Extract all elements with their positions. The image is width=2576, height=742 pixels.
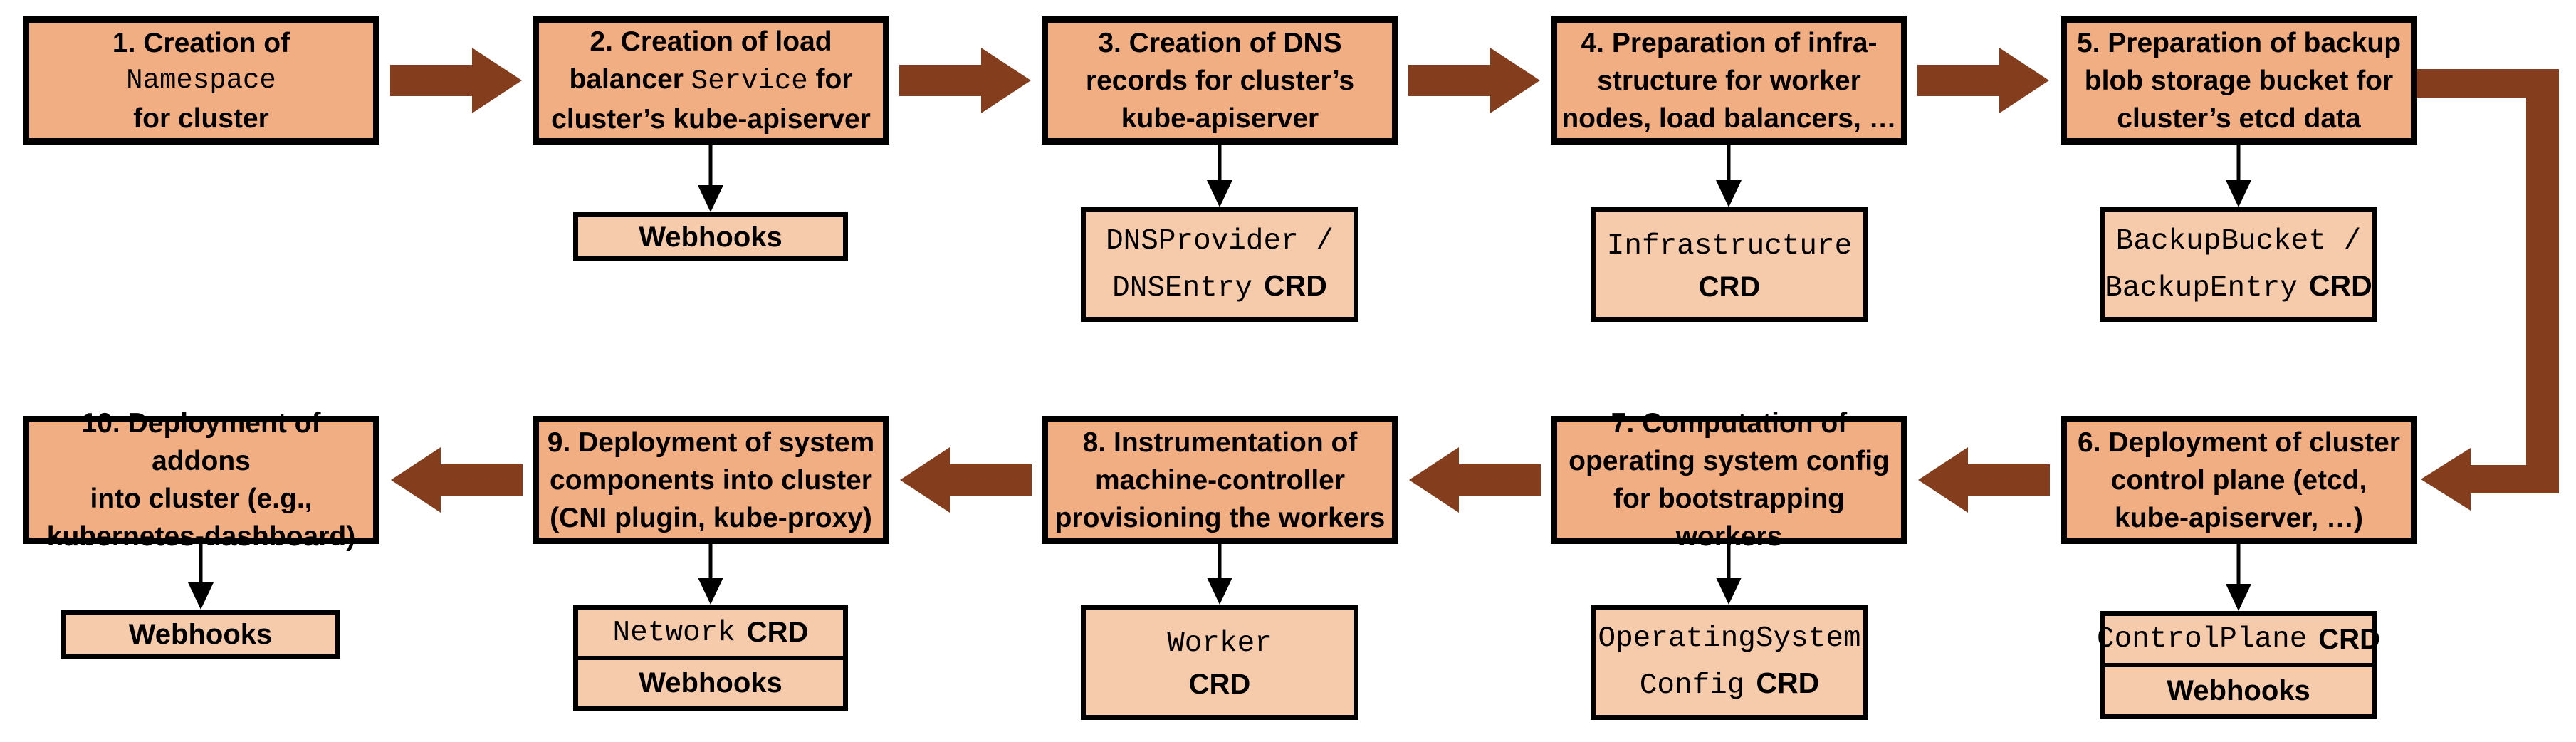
arrow-step-6-to-7: [1918, 447, 2050, 513]
worker-code: Worker: [1167, 627, 1272, 660]
step-9-line-1: 9. Deployment of system: [547, 427, 875, 458]
connector-step-10-to-webhooks: [188, 544, 214, 610]
arrow-step-9-to-10: [391, 447, 523, 513]
webhooks-cell: Webhooks: [2105, 663, 2372, 714]
step-7-line-1: 7. Computation of: [1611, 408, 1848, 439]
step-7-box: 7. Computation of operating system confi…: [1551, 408, 1907, 552]
webhooks-label: Webhooks: [639, 221, 782, 253]
step-4-line-1: 4. Preparation of infra-: [1581, 27, 1878, 58]
step-8-line-3: provisioning the workers: [1054, 502, 1386, 533]
step-10-box: 10. Deployment of addons into cluster (e…: [23, 408, 379, 552]
step-8-line-2: machine-controller: [1094, 464, 1346, 496]
arrow-step-3-to-4: [1408, 48, 1540, 113]
step-3-line-1: 3. Creation of DNS: [1098, 27, 1342, 58]
step-3-line-2: records for cluster’s: [1085, 65, 1355, 96]
step-10-line-2: into cluster (e.g.,: [90, 484, 313, 514]
step-5-box: 5. Preparation of backup blob storage bu…: [2061, 16, 2417, 145]
arrow-step-2-to-3: [899, 48, 1031, 113]
connector-step-7-to-crd: [1716, 544, 1742, 605]
webhooks-cell: Webhooks: [578, 656, 843, 706]
step-10-line-1: 10. Deployment of addons: [81, 408, 321, 476]
crd-label: CRD: [1698, 271, 1761, 303]
infrastructure-code: Infrastructure: [1606, 229, 1853, 263]
dns-provider-code: DNSProvider /: [1106, 224, 1334, 258]
webhooks-box-step-2: Webhooks: [573, 212, 848, 261]
step-9-line-3: (CNI plugin, kube-proxy): [550, 502, 872, 533]
webhooks-box-step-10: Webhooks: [61, 610, 340, 659]
step-4-line-2: structure for worker: [1597, 65, 1861, 96]
step-2-line-1: 2. Creation of load: [590, 26, 832, 57]
controlplane-code: ControlPlane: [2097, 623, 2308, 656]
network-code: Network: [612, 616, 735, 649]
step-1-box: 1. Creation of Namespace for cluster: [23, 16, 379, 145]
step-4-line-3: nodes, load balancers, …: [1561, 103, 1897, 134]
connector-step-9-to-crd: [698, 544, 723, 605]
crd-label: CRD: [1188, 669, 1251, 700]
step-1-line-1: 1. Creation of: [112, 27, 290, 58]
service-code-text: Service: [691, 66, 808, 97]
step-7-line-2: operating system config: [1569, 446, 1890, 476]
step-8-box: 8. Instrumentation of machine-controller…: [1042, 416, 1398, 544]
step-2-line-3: cluster’s kube-apiserver: [551, 104, 871, 135]
connector-step-3-to-crd: [1207, 145, 1232, 207]
worker-crd-box: Worker CRD: [1081, 605, 1358, 720]
step-4-box: 4. Preparation of infra- structure for w…: [1551, 16, 1907, 145]
step-6-line-1: 6. Deployment of cluster: [2078, 427, 2400, 458]
step-3-box: 3. Creation of DNS records for cluster’s…: [1042, 16, 1398, 145]
step-5-line-3: cluster’s etcd data: [2117, 103, 2361, 134]
step-6-line-3: kube-apiserver, …): [2115, 502, 2363, 533]
step-9-box: 9. Deployment of system components into …: [533, 416, 889, 544]
step-6-line-2: control plane (etcd,: [2110, 464, 2367, 496]
arrow-step-4-to-5: [1917, 48, 2049, 113]
step-3-line-3: kube-apiserver: [1121, 103, 1319, 134]
step-9-line-2: components into cluster: [550, 464, 872, 496]
step-8-line-1: 8. Instrumentation of: [1082, 427, 1358, 458]
step-1-line-2: Namespace: [126, 64, 276, 96]
connector-step-6-to-crd: [2226, 544, 2251, 611]
step-2-line-2: balancer Service for: [569, 64, 853, 97]
crd-label: CRD: [1264, 268, 1327, 302]
network-crd-cell: Network CRD: [578, 610, 843, 656]
arrow-step-1-to-2: [390, 48, 522, 113]
step-5-line-1: 5. Preparation of backup: [2076, 27, 2402, 58]
controlplane-crd-webhooks-box: ControlPlane CRD Webhooks: [2097, 611, 2380, 719]
arrow-step-7-to-8: [1409, 447, 1541, 513]
connector-step-8-to-crd: [1207, 544, 1232, 605]
webhooks-label: Webhooks: [639, 667, 782, 699]
operatingsystem-code: OperatingSystem: [1598, 622, 1861, 655]
backup-bucket-code: BackupBucket /: [2115, 224, 2362, 258]
arrow-step-8-to-9: [900, 447, 1032, 513]
crd-label: CRD: [746, 617, 809, 648]
elbow-arrow-step-5-to-6: [2417, 69, 2559, 511]
crd-label: CRD: [2318, 623, 2380, 655]
step-1-line-3: for cluster: [133, 103, 269, 134]
step-5-line-2: blob storage bucket for: [2084, 65, 2394, 96]
webhooks-label: Webhooks: [128, 618, 273, 650]
crd-label: CRD: [2308, 268, 2372, 302]
step-2-box: 2. Creation of load balancer Service for…: [533, 16, 889, 145]
infrastructure-crd-box: Infrastructure CRD: [1591, 207, 1868, 322]
step-6-box: 6. Deployment of cluster control plane (…: [2061, 416, 2417, 544]
connector-step-4-to-crd: [1716, 145, 1742, 207]
connector-step-5-to-crd: [2226, 145, 2251, 207]
network-crd-webhooks-box: Network CRD Webhooks: [573, 605, 848, 711]
controlplane-crd-cell: ControlPlane CRD: [2097, 616, 2380, 663]
webhooks-label: Webhooks: [2167, 674, 2310, 706]
crd-label: CRD: [1756, 667, 1820, 699]
connector-step-2-to-webhooks: [698, 145, 723, 212]
step-7-line-3: for bootstrapping workers: [1613, 484, 1845, 552]
